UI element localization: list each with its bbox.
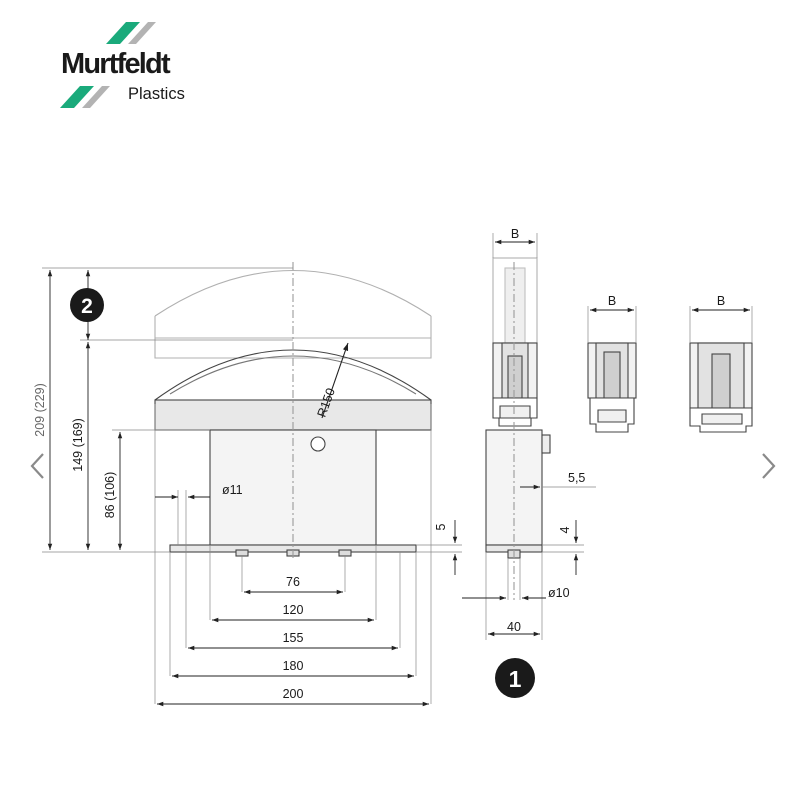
dim-body-height: 86 (106)	[103, 472, 117, 519]
murtfeldt-logo	[60, 22, 156, 108]
profile-variants	[587, 306, 753, 433]
svg-text:1: 1	[509, 666, 522, 692]
dim-upper-height: 149 (169)	[71, 418, 85, 472]
dim-overall-height: 209 (229)	[33, 383, 47, 437]
front-view	[42, 262, 462, 707]
dim-profile-width-3: B	[717, 294, 725, 308]
side-tab	[541, 434, 551, 454]
dim-width-180: 180	[283, 659, 304, 673]
dim-hole-dia: ø11	[222, 483, 243, 497]
logo-stripe-green-bottom	[60, 86, 94, 108]
center-hole	[310, 436, 326, 452]
profile-variant-b	[689, 306, 753, 433]
foot-right	[338, 549, 352, 557]
dim-profile-width-2: B	[608, 294, 616, 308]
dim-width-200: 200	[283, 687, 304, 701]
dim-side-width: 40	[507, 620, 521, 634]
dim-pin-dia: ø10	[548, 586, 570, 600]
dim-width-76: 76	[286, 575, 300, 589]
chevron-right-icon	[762, 453, 776, 479]
svg-text:2: 2	[81, 295, 93, 318]
next-image-button[interactable]	[756, 450, 780, 482]
dimension-lines	[47, 270, 458, 707]
dim-side-step: 4	[558, 526, 572, 533]
callout-badge-1: 1	[495, 658, 535, 698]
dim-profile-width-1: B	[511, 227, 519, 241]
extension-lines	[42, 267, 462, 704]
logo-stripe-green-top	[106, 22, 140, 44]
callout-badge-2: 2	[70, 288, 104, 322]
radius-leader	[321, 342, 349, 419]
dim-side-offset: 5,5	[568, 471, 585, 485]
brand-name: Murtfeldt	[61, 48, 171, 80]
profile-variant-a	[587, 306, 637, 433]
dim-base-thickness: 5	[434, 523, 448, 530]
dimension-labels: 209 (229) 149 (169) 86 (106) R150 ø11 5 …	[33, 227, 725, 701]
logo-stripe-gray-top	[128, 22, 156, 44]
dim-width-155: 155	[283, 631, 304, 645]
brand-subtitle: Plastics	[128, 85, 185, 103]
prev-image-button[interactable]	[26, 450, 50, 482]
chevron-left-icon	[30, 453, 44, 479]
logo-stripe-gray-bottom	[82, 86, 110, 108]
side-view	[462, 233, 596, 640]
dim-width-120: 120	[283, 603, 304, 617]
foot-left	[235, 549, 249, 557]
side-profile	[492, 342, 538, 427]
